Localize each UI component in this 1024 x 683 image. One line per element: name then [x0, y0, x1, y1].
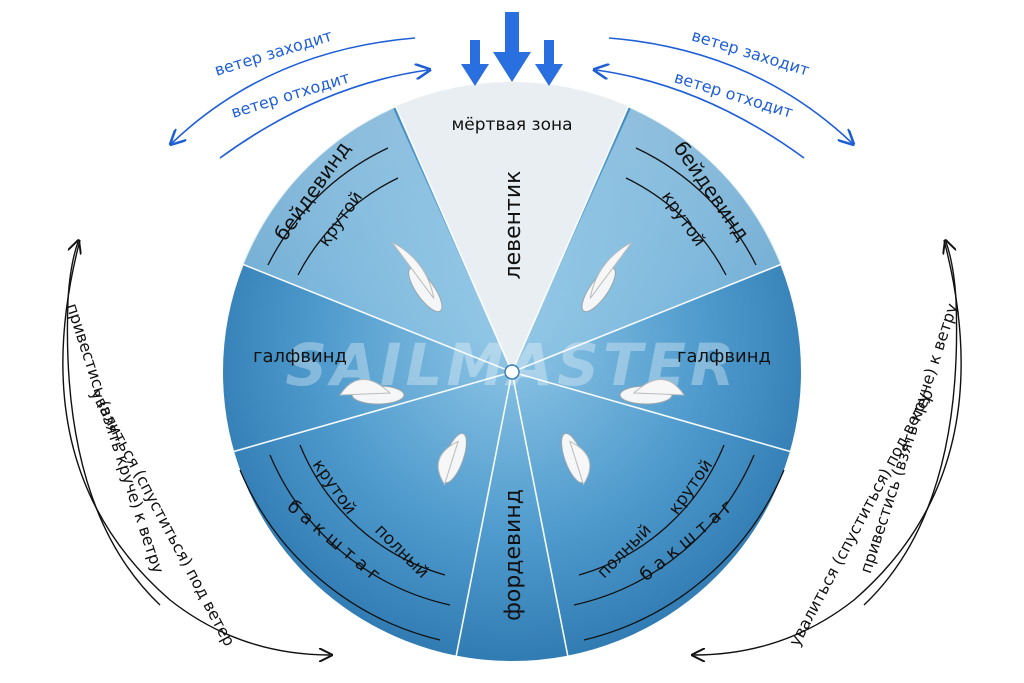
sailboat-icon	[581, 241, 633, 313]
head-up-label-left: привестись (взять круче) к ветру	[63, 301, 168, 576]
dead-zone-sector	[385, 82, 639, 372]
dead-zone-label: мёртвая зона	[451, 115, 572, 135]
wind-comes-label-right: ветер заходит	[689, 26, 811, 80]
wind-arrows-icon	[461, 12, 563, 86]
fordewind-label: фордевинд	[501, 489, 526, 621]
sailboat-icon	[619, 379, 685, 405]
galfwind-label-right: галфвинд	[677, 346, 771, 367]
leventik-label: левентик	[501, 171, 526, 280]
wind-comes-label-left: ветер заходит	[212, 26, 334, 80]
galfwind-label-left: галфвинд	[253, 346, 347, 367]
center-point	[504, 364, 520, 380]
sailboat-icon	[391, 241, 443, 313]
sailboat-icon	[561, 432, 591, 486]
sailboat-icon	[339, 379, 405, 405]
head-up-label-right: привестись (взять круче) к ветру	[856, 301, 961, 576]
sailboat-icon	[437, 432, 467, 486]
